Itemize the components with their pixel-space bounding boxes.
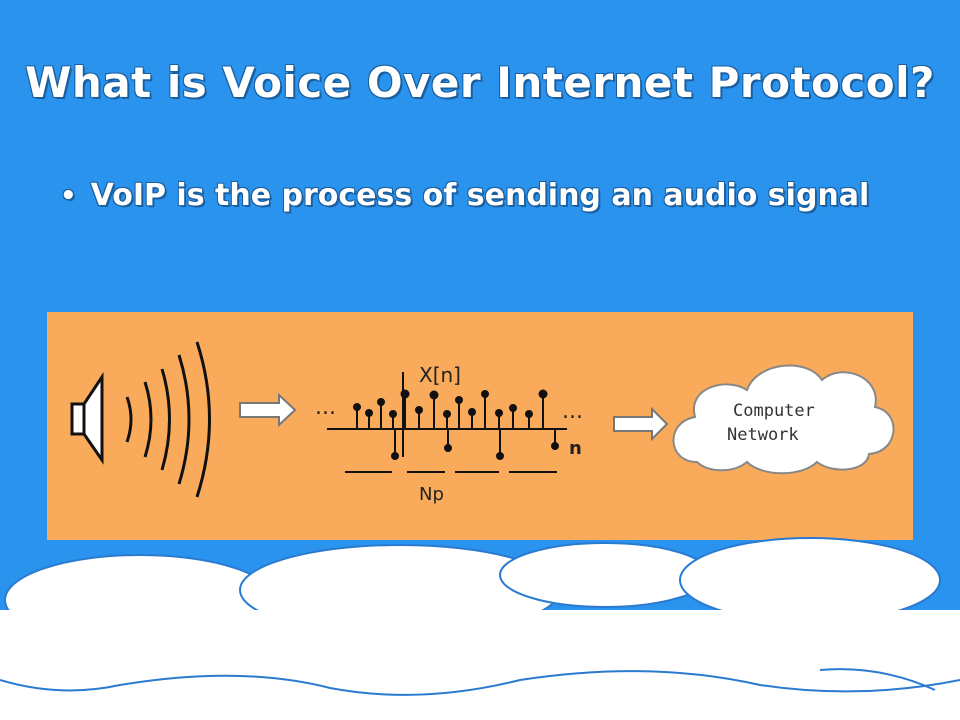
voip-diagram-svg: ... ... X[n] n Np Computer Network (70, 341, 895, 505)
cloud-outline (0, 670, 960, 696)
arrow-right-icon (613, 406, 669, 442)
slide-title: What is Voice Over Internet Protocol? (25, 58, 935, 107)
cloud-base (0, 610, 960, 720)
sampled-signal-sketch (327, 372, 567, 473)
network-label-line1: Computer (733, 401, 815, 421)
axis-label: n (569, 438, 582, 459)
bullet-item: • VoIP is the process of sending an audi… (60, 178, 940, 213)
signal-label: X[n] (419, 363, 461, 387)
cloud-shape (679, 537, 941, 623)
bullet-text: VoIP is the process of sending an audio … (90, 178, 870, 213)
bullet-dot-icon: • (60, 180, 77, 211)
signal-right-dots: ... (562, 399, 583, 424)
signal-left-dots: ... (315, 395, 336, 420)
sound-waves-icon (125, 341, 211, 498)
arrow-right-icon (239, 392, 297, 428)
network-cloud-icon (672, 364, 895, 475)
cloud-outline (819, 668, 936, 691)
period-label: Np (419, 484, 444, 505)
decorative-clouds (0, 537, 960, 720)
network-label-line2: Network (727, 425, 799, 445)
cloud-shape (499, 542, 711, 608)
voip-diagram: ... ... X[n] n Np Computer Network (47, 312, 913, 540)
speaker-icon (70, 372, 104, 465)
